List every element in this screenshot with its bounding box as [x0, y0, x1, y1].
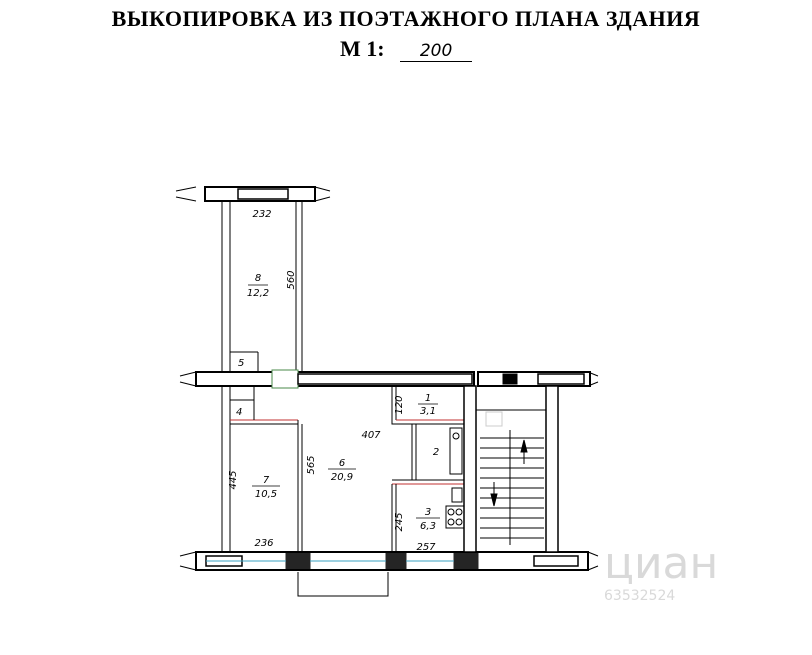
watermark-code: 63532524: [604, 588, 675, 604]
sink: [451, 487, 463, 503]
watermark: циан 63532524: [604, 538, 718, 604]
stove: [445, 505, 465, 529]
stair-arrow-up-icon: [520, 439, 528, 453]
dimension-labels: 232 560 445 565 407 120 245 236 257: [228, 209, 436, 553]
axis-markers: [175, 186, 599, 571]
room-1-area: 3,1: [420, 406, 436, 417]
bathtub: [449, 427, 463, 475]
scale-row: М 1: 200: [0, 36, 812, 62]
dim-room7-width: 236: [254, 538, 273, 549]
dim-room6-width: 407: [361, 430, 381, 441]
room-4-number: 4: [236, 407, 242, 418]
plan-title: ВЫКОПИРОВКА ИЗ ПОЭТАЖНОГО ПЛАНА ЗДАНИЯ: [111, 6, 701, 31]
dim-room7-length: 445: [228, 470, 239, 489]
bathroom-fixtures: [445, 427, 465, 529]
scale-label: М 1:: [339, 36, 385, 61]
room-6-number: 6: [339, 458, 345, 469]
dim-room6-length: 565: [306, 455, 317, 474]
dim-balcony-length: 560: [286, 270, 297, 289]
room-5-number: 5: [238, 358, 244, 369]
room-8-number: 8: [255, 273, 261, 284]
dim-room3-width: 257: [416, 542, 436, 553]
room-3-area: 6,3: [420, 521, 436, 532]
room-7-area: 10,5: [255, 489, 277, 500]
plan-walls: [195, 186, 591, 597]
balcony-top-wall: [204, 186, 316, 202]
dim-room3: 245: [394, 512, 405, 531]
room-8-area: 12,2: [247, 288, 269, 299]
room-7-number: 7: [263, 475, 270, 486]
scale-value: 200: [400, 41, 473, 62]
room-6-area: 20,9: [331, 472, 353, 483]
watermark-brand: циан: [604, 538, 718, 589]
room-3-number: 3: [425, 507, 431, 518]
staircase: [480, 411, 544, 545]
stair-arrow-down-icon: [490, 493, 498, 507]
dim-room1: 120: [394, 395, 405, 414]
room-labels: 8 12,2 5 4 1 3,1 2 6 20,9 7 10,5 3 6,3: [236, 273, 440, 532]
middle-wall: [195, 371, 475, 387]
room-1-number: 1: [425, 393, 431, 404]
dim-balcony-width: 232: [252, 209, 271, 220]
plan-header: ВЫКОПИРОВКА ИЗ ПОЭТАЖНОГО ПЛАНА ЗДАНИЯ М…: [0, 6, 812, 62]
room-2-number: 2: [433, 447, 439, 458]
